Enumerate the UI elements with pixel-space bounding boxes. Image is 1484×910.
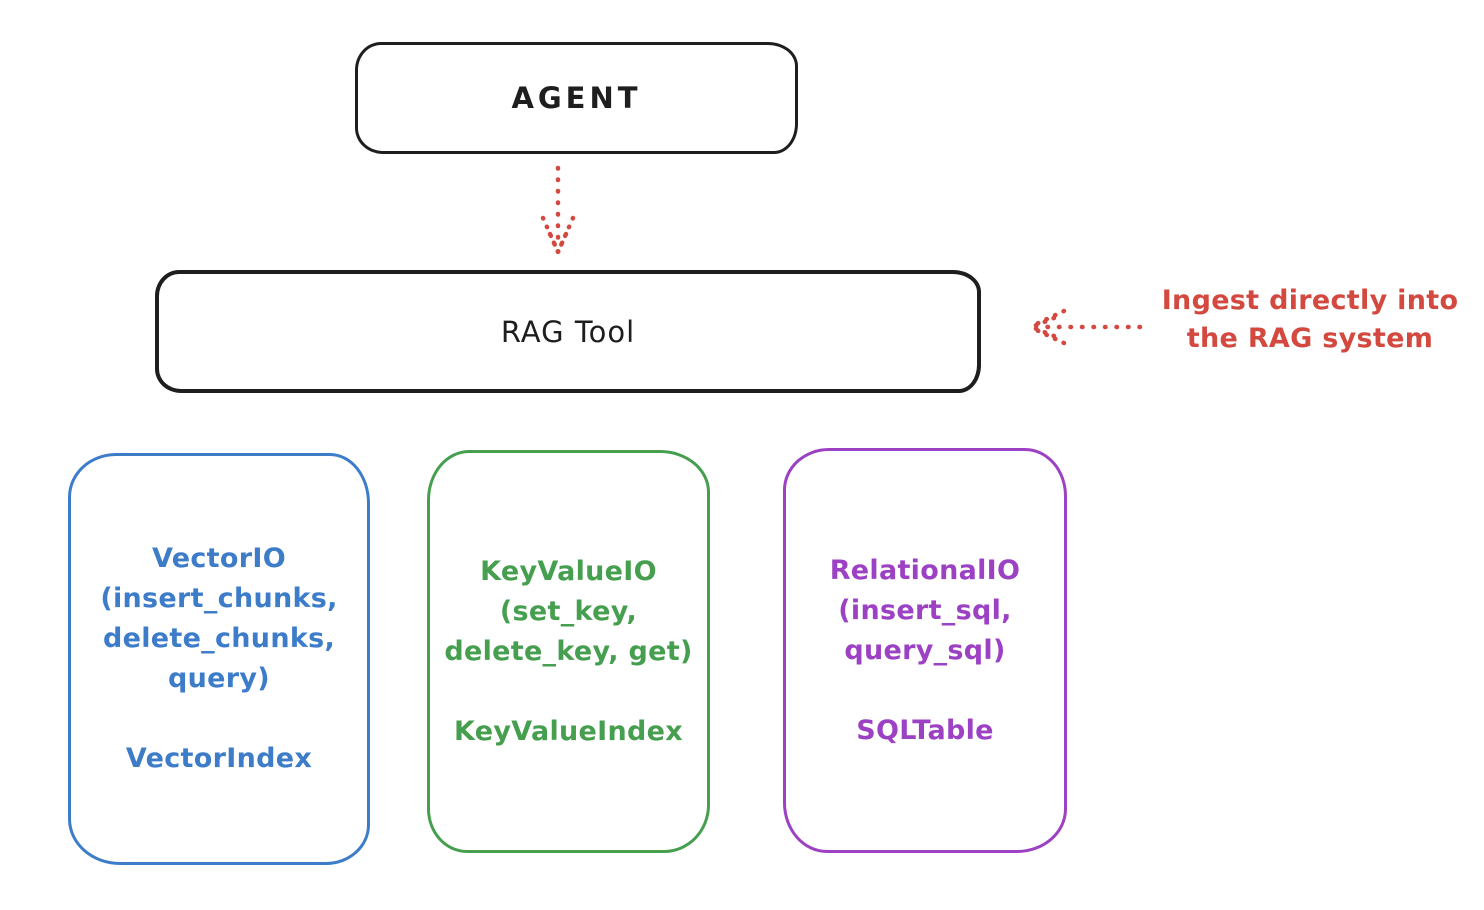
arrow-agent-to-rag-icon: [540, 165, 576, 255]
ingest-annotation: Ingest directly into the RAG system: [1140, 282, 1480, 358]
rag-tool-box: RAG Tool: [155, 270, 981, 393]
keyvalue-io-box: KeyValueIO (set_key, delete_key, get) Ke…: [427, 450, 710, 853]
relational-io-args-line: (insert_sql,: [838, 594, 1012, 626]
ingest-annotation-line2: the RAG system: [1186, 323, 1434, 354]
agent-label: AGENT: [511, 81, 642, 115]
agent-box: AGENT: [355, 42, 798, 154]
keyvalue-io-args-line: delete_key, get): [444, 635, 693, 667]
relational-io-args-line: query_sql): [844, 634, 1006, 666]
ingest-annotation-line1: Ingest directly into: [1161, 285, 1459, 316]
vector-io-box: VectorIO (insert_chunks, delete_chunks, …: [68, 453, 370, 865]
sql-table-label: SQLTable: [856, 714, 994, 746]
vector-io-title: VectorIO: [152, 543, 286, 574]
vector-io-args-line: (insert_chunks,: [100, 583, 338, 614]
arrow-annotation-to-rag-icon: [1027, 308, 1143, 346]
keyvalue-io-title: KeyValueIO: [480, 555, 657, 587]
relational-io-title: RelationalIO: [829, 554, 1021, 586]
relational-io-box: RelationalIO (insert_sql, query_sql) SQL…: [783, 448, 1067, 853]
vector-io-args-line: delete_chunks,: [102, 623, 336, 654]
vector-index-label: VectorIndex: [125, 743, 313, 774]
rag-tool-label: RAG Tool: [500, 314, 636, 349]
keyvalue-io-args-line: (set_key,: [499, 595, 638, 627]
vector-io-args-line: query): [168, 663, 270, 694]
keyvalue-index-label: KeyValueIndex: [453, 715, 683, 747]
